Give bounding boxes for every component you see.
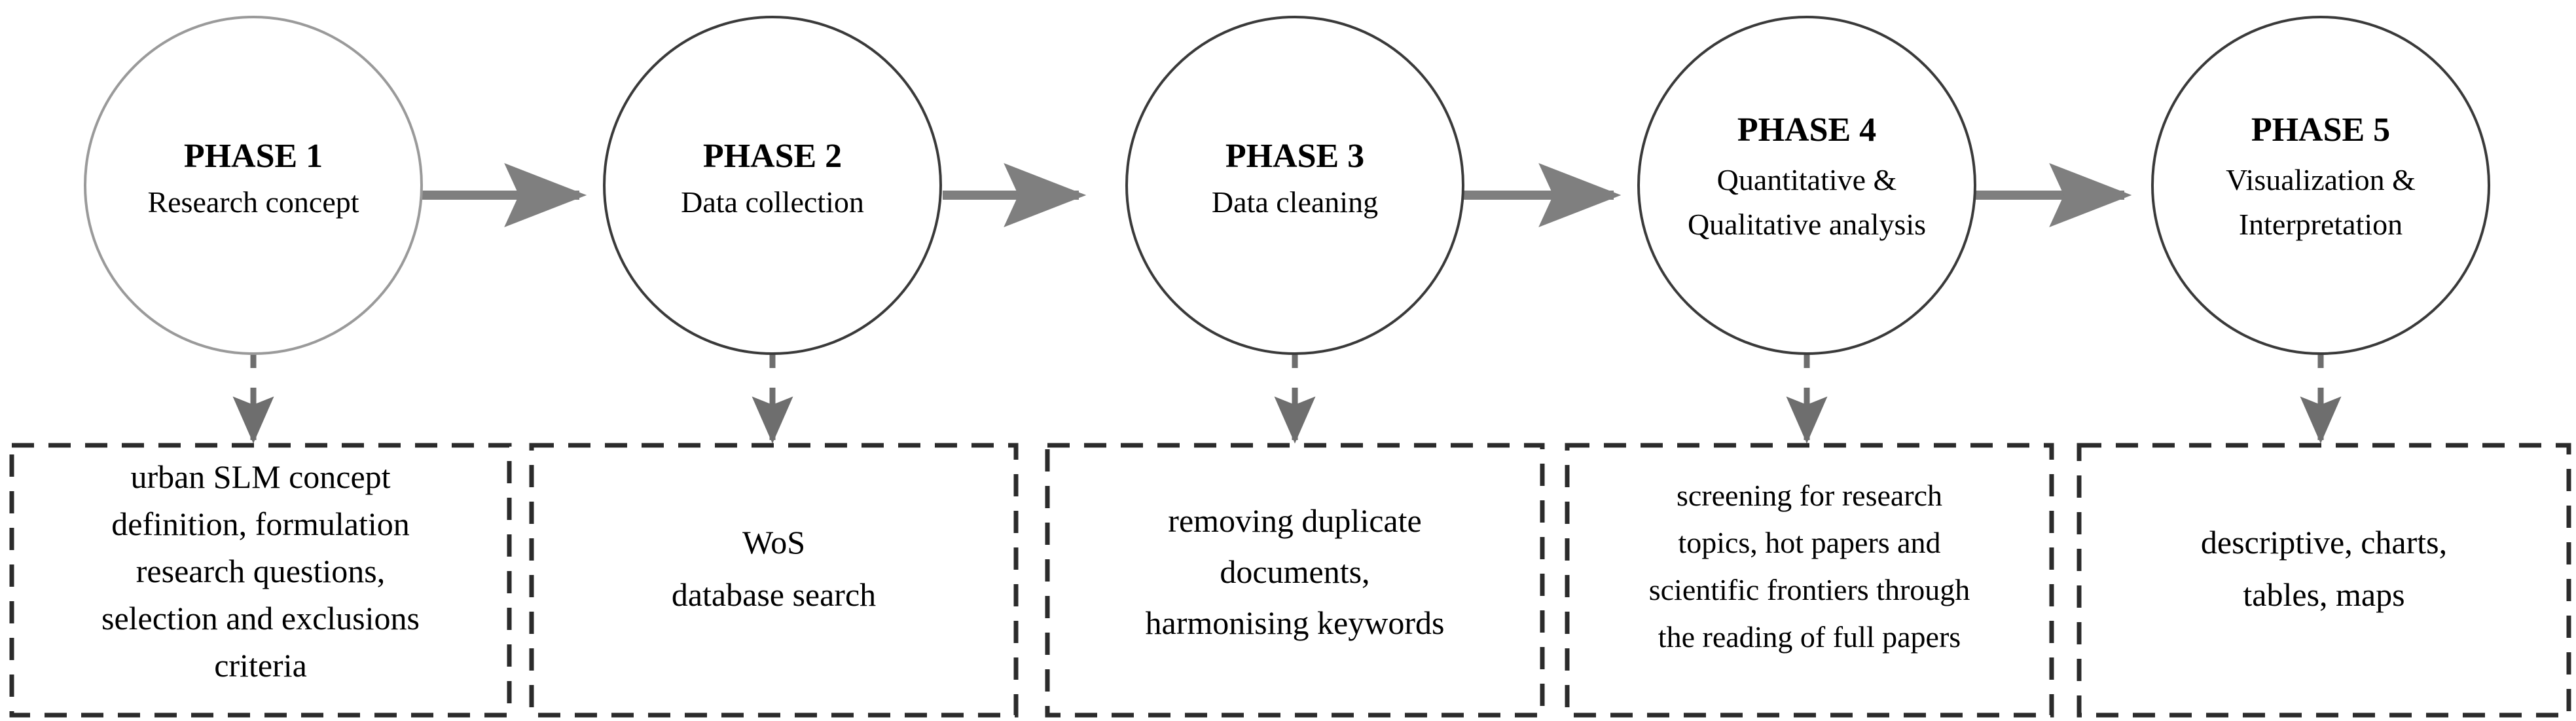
phase-box-1-line-5: criteria: [214, 647, 307, 684]
phase-circle-4: [1637, 16, 1976, 355]
phase-box-3-line-1: removing duplicate: [1168, 502, 1421, 539]
phase-node-4[interactable]: PHASE 4 Quantitative & Qualitative analy…: [1637, 16, 1976, 355]
phase-box-2-line-1: WoS: [742, 524, 805, 561]
phase-box-4-line-1: screening for research: [1677, 479, 1942, 512]
phase-box-2-border: [529, 443, 1019, 718]
phase-4-subtitle-line-2: Qualitative analysis: [1688, 208, 1926, 241]
phase-box-3-line-3: harmonising keywords: [1146, 604, 1445, 641]
phase-box-3-border: [1045, 443, 1545, 718]
phase-1-title: PHASE 1: [184, 138, 323, 175]
phase-box-3-line-2: documents,: [1220, 553, 1370, 590]
phase-box-4-line-3: scientific frontiers through: [1649, 573, 1970, 606]
phase-5-subtitle-line-2: Interpretation: [2239, 208, 2403, 241]
phase-box-1[interactable]: urban SLM concept definition, formulatio…: [9, 443, 512, 718]
phase-node-3[interactable]: PHASE 3 Data cleaning: [1125, 16, 1464, 355]
phase-box-4[interactable]: screening for research topics, hot paper…: [1565, 443, 2054, 718]
phase-box-2[interactable]: WoS database search: [529, 443, 1019, 718]
phase-5-subtitle-line-1: Visualization &: [2226, 163, 2416, 196]
phase-box-5[interactable]: descriptive, charts, tables, maps: [2077, 443, 2571, 718]
phase-box-1-line-4: selection and exclusions: [101, 600, 420, 637]
phase-box-4-line-2: topics, hot papers and: [1678, 526, 1940, 559]
phase-box-5-border: [2077, 443, 2571, 718]
phase-box-1-line-1: urban SLM concept: [130, 458, 390, 495]
phase-circle-3: [1125, 16, 1464, 355]
phase-5-title: PHASE 5: [2251, 111, 2390, 149]
phase-node-1[interactable]: PHASE 1 Research concept: [84, 16, 423, 355]
phase-to-box-connectors: [232, 341, 2342, 444]
phase-circle-1: [84, 16, 423, 355]
phase-box-2-line-2: database search: [672, 576, 876, 613]
phase-4-title: PHASE 4: [1737, 111, 1876, 149]
phase-box-5-line-2: tables, maps: [2243, 576, 2404, 613]
phase-box-4-border: [1565, 443, 2054, 718]
phase-3-subtitle-line-1: Data cleaning: [1212, 185, 1378, 219]
phase-circle-5: [2151, 16, 2490, 355]
phase-box-5-line-1: descriptive, charts,: [2201, 524, 2447, 561]
phase-box-1-line-3: research questions,: [136, 553, 385, 589]
phase-1-subtitle-line-1: Research concept: [147, 185, 359, 219]
phase-box-1-line-2: definition, formulation: [111, 506, 409, 542]
phase-box-1-border: [9, 443, 512, 718]
phase-circle-2: [603, 16, 942, 355]
phase-box-4-line-4: the reading of full papers: [1658, 620, 1961, 654]
phase-2-title: PHASE 2: [703, 138, 842, 175]
phase-box-3[interactable]: removing duplicate documents, harmonisin…: [1045, 443, 1545, 718]
phase-4-subtitle-line-1: Quantitative &: [1717, 163, 1897, 196]
phase-node-2[interactable]: PHASE 2 Data collection: [603, 16, 942, 355]
phase-node-5[interactable]: PHASE 5 Visualization & Interpretation: [2151, 16, 2490, 355]
phase-2-subtitle-line-1: Data collection: [681, 185, 864, 219]
phase-3-title: PHASE 3: [1225, 138, 1364, 175]
